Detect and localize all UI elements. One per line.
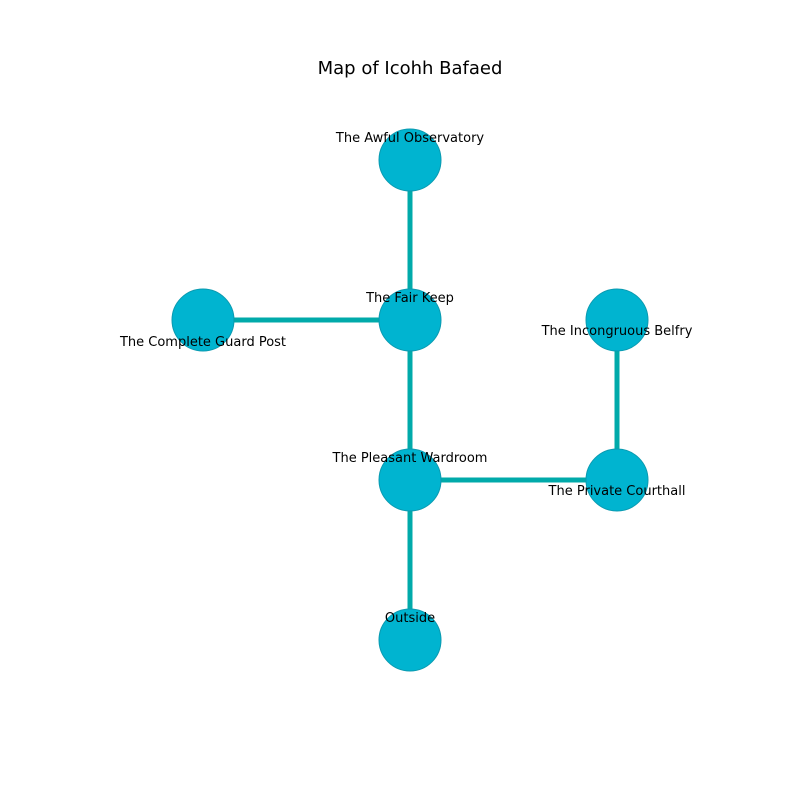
node-label-outside: Outside xyxy=(385,611,435,626)
map-title: Map of Icohh Bafaed xyxy=(318,58,503,79)
node-wardroom[interactable] xyxy=(378,448,442,512)
node-label-wardroom: The Pleasant Wardroom xyxy=(332,451,488,466)
node-label-keep: The Fair Keep xyxy=(365,291,454,306)
node-outside[interactable] xyxy=(378,608,442,672)
edges-layer xyxy=(203,160,620,640)
nodes-layer xyxy=(171,128,649,672)
node-observatory[interactable] xyxy=(378,128,442,192)
node-guard[interactable] xyxy=(171,288,235,352)
node-belfry[interactable] xyxy=(585,288,649,352)
node-keep[interactable] xyxy=(378,288,442,352)
node-courthall[interactable] xyxy=(585,448,649,512)
node-label-courthall: The Private Courthall xyxy=(548,484,686,499)
node-label-guard: The Complete Guard Post xyxy=(119,335,286,350)
node-label-belfry: The Incongruous Belfry xyxy=(541,324,693,339)
node-label-observatory: The Awful Observatory xyxy=(335,131,485,146)
